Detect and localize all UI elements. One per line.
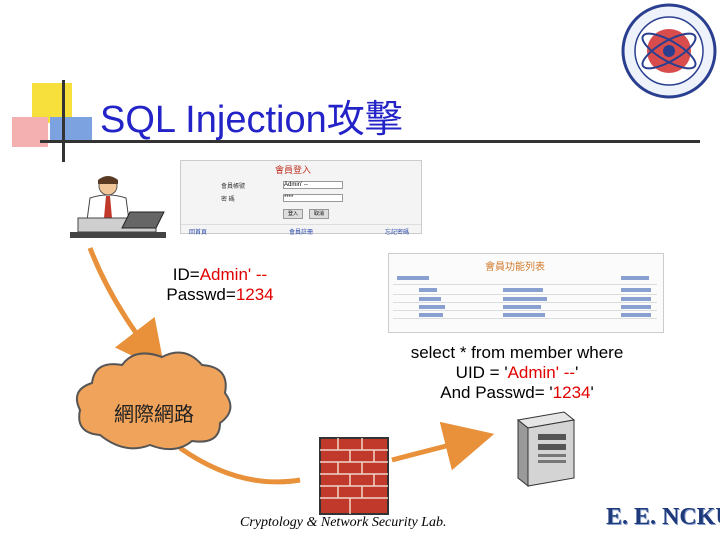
firewall-icon bbox=[318, 436, 390, 516]
brand-logo-text: E. E. NCKU bbox=[606, 504, 720, 531]
footer-lab-name: Cryptology & Network Security Lab. bbox=[240, 515, 446, 531]
server-icon bbox=[506, 410, 576, 488]
arrow-firewall-to-server bbox=[392, 440, 470, 460]
internet-label: 網際網路 bbox=[104, 400, 204, 428]
arrow-user-to-internet bbox=[90, 248, 150, 352]
